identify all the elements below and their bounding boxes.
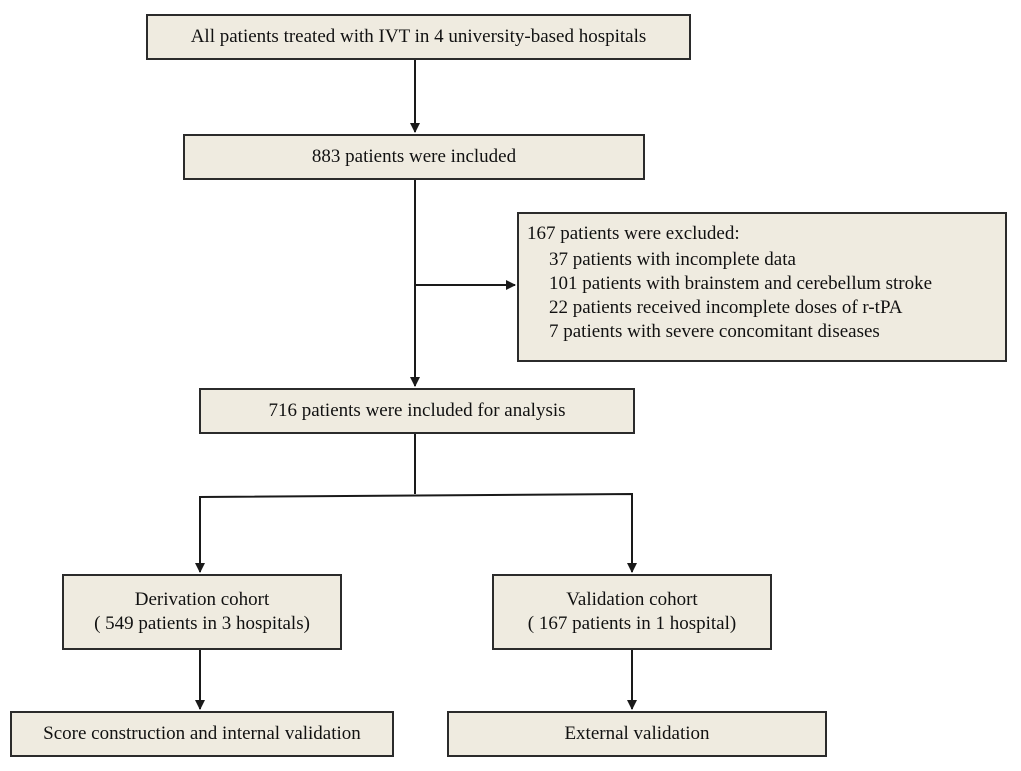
excluded-title: 167 patients were excluded: bbox=[527, 223, 740, 244]
derivation-cohort-box: Derivation cohort ( 549 patients in 3 ho… bbox=[62, 574, 342, 650]
excluded-reason: 22 patients received incomplete doses of… bbox=[549, 297, 903, 318]
analysis-text: 716 patients were included for analysis bbox=[268, 400, 566, 421]
derivation-title: Derivation cohort bbox=[134, 589, 270, 610]
excluded-reason: 7 patients with severe concomitant disea… bbox=[549, 321, 880, 342]
included-text: 883 patients were included bbox=[311, 146, 517, 167]
all-patients-box: All patients treated with IVT in 4 unive… bbox=[146, 14, 691, 60]
included-box: 883 patients were included bbox=[183, 134, 645, 180]
excluded-reason: 101 patients with brainstem and cerebell… bbox=[549, 273, 933, 294]
excluded-reasons-list: 37 patients with incomplete data 101 pat… bbox=[549, 248, 995, 344]
score-construction-box: Score construction and internal validati… bbox=[10, 711, 394, 757]
score-construction-text: Score construction and internal validati… bbox=[43, 723, 361, 744]
excluded-box: 167 patients were excluded: 37 patients … bbox=[517, 212, 1007, 362]
excluded-reason: 37 patients with incomplete data bbox=[549, 249, 796, 270]
line-branch bbox=[199, 492, 633, 572]
validation-cohort-box: Validation cohort ( 167 patients in 1 ho… bbox=[492, 574, 772, 650]
all-patients-text: All patients treated with IVT in 4 unive… bbox=[190, 26, 647, 47]
analysis-box: 716 patients were included for analysis bbox=[199, 388, 635, 434]
derivation-detail: ( 549 patients in 3 hospitals) bbox=[94, 613, 310, 634]
validation-title: Validation cohort bbox=[566, 589, 698, 610]
validation-detail: ( 167 patients in 1 hospital) bbox=[527, 613, 737, 634]
external-validation-text: External validation bbox=[564, 723, 710, 744]
external-validation-box: External validation bbox=[447, 711, 827, 757]
